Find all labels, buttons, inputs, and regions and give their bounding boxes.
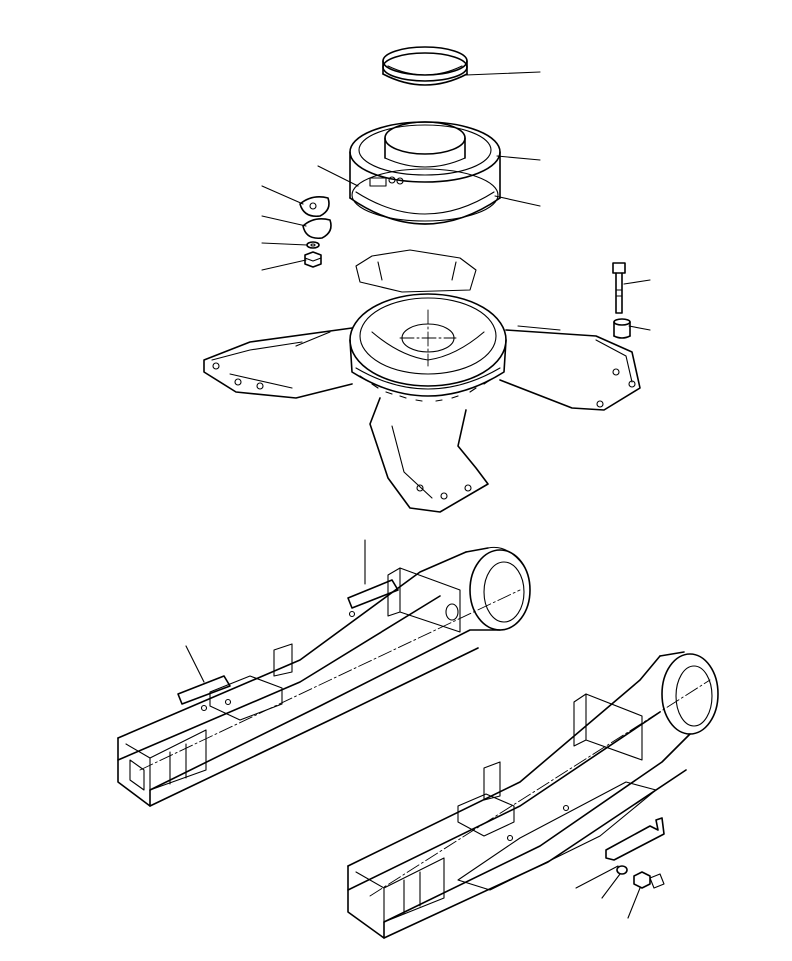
leader-lines <box>185 71 651 919</box>
spacer <box>613 318 631 339</box>
gasket <box>302 218 332 240</box>
bolt <box>612 262 626 314</box>
track-frame-right <box>347 651 719 939</box>
seal-ring <box>382 46 468 86</box>
track-frame-left <box>117 546 531 807</box>
bracket-bolt <box>633 871 665 889</box>
carbody-frame <box>203 249 641 513</box>
guard-bracket <box>605 817 665 861</box>
plate <box>299 196 330 218</box>
bracket-washer <box>616 865 628 875</box>
washer <box>306 241 320 249</box>
nut <box>304 251 322 268</box>
swing-circle <box>349 121 501 225</box>
